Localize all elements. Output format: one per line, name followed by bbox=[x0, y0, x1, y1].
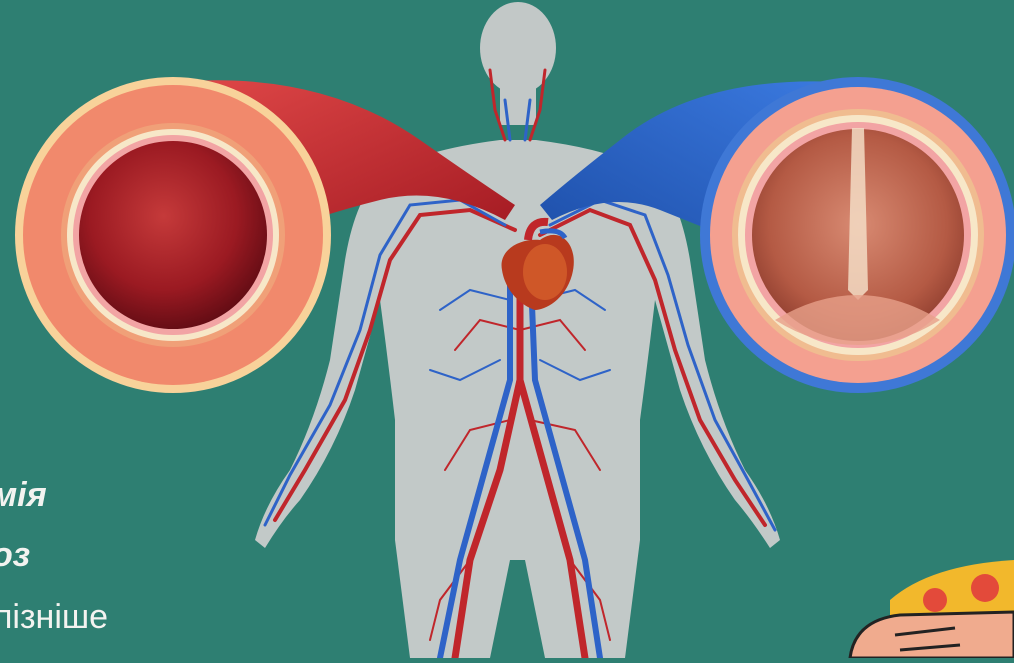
artery-cross-section bbox=[15, 77, 331, 393]
caption-line-2: оз bbox=[0, 538, 30, 572]
caption-line-3: пізніше bbox=[0, 600, 108, 634]
pizza-hand-illustration bbox=[850, 560, 1014, 658]
vein-cross-section bbox=[700, 77, 1014, 393]
caption-line-1: мія bbox=[0, 478, 47, 512]
